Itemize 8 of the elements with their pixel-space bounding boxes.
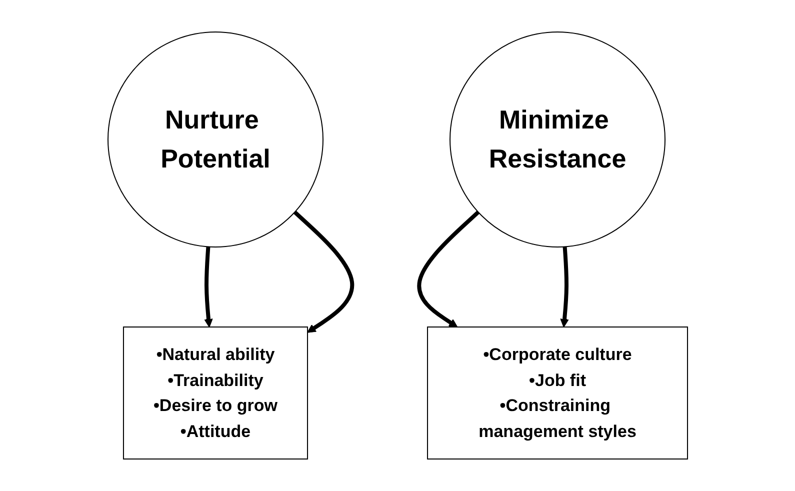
node-circle: Nurture Potential xyxy=(107,32,324,248)
arrow xyxy=(204,246,213,328)
arrow xyxy=(293,210,354,333)
node-circle: Minimize Resistance xyxy=(449,32,666,248)
arrow xyxy=(416,210,480,328)
node-box: •Corporate culture •Job fit •Constraining management styles xyxy=(426,326,688,460)
node-box: •Natural ability •Trainability •Desire to grow •Attitude xyxy=(122,326,308,460)
arrow xyxy=(560,246,569,328)
